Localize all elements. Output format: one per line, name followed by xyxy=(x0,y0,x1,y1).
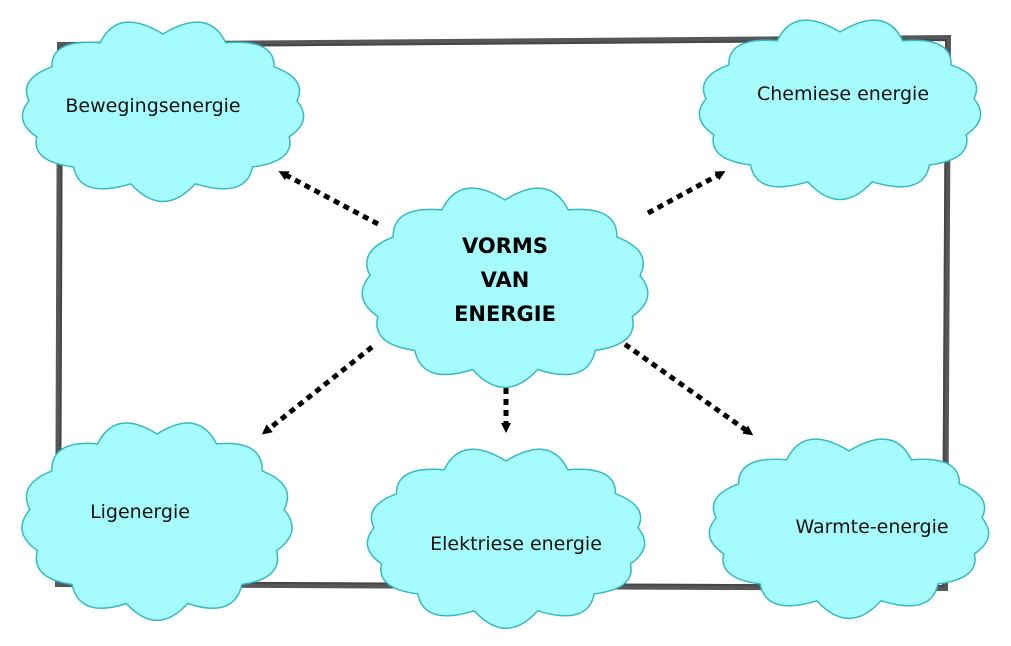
cloud-ligenergie xyxy=(21,422,293,622)
node-label-elektriese-energie: Elektriese energie xyxy=(430,533,602,555)
node-label-chemiese-energie: Chemiese energie xyxy=(756,83,930,105)
node-label-bewegingsenergie: Bewegingsenergie xyxy=(65,95,241,117)
arrow-to-warmte-energie xyxy=(614,335,754,436)
arrow-to-bewegingsenergie xyxy=(278,170,380,227)
node-label-warmte-energie: Warmte-energie xyxy=(795,516,949,538)
connector-arrows xyxy=(261,170,754,436)
center-title-line-3: ENERGIE xyxy=(454,302,556,326)
cloud-warmte-energie xyxy=(708,438,990,620)
cloud-bewegingsenergie xyxy=(21,21,305,203)
cloud-chemiese-energie xyxy=(698,19,982,201)
center-title: VORMS VAN ENERGIE xyxy=(454,229,556,331)
arrow-to-chemiese-energie xyxy=(646,170,726,216)
background-frame xyxy=(54,34,952,592)
arrow-to-ligenergie xyxy=(261,345,374,435)
node-label-ligenergie: Ligenergie xyxy=(90,501,190,523)
cloud-elektriese-energie xyxy=(366,448,646,630)
center-title-line-1: VORMS xyxy=(462,234,548,258)
cloud-center xyxy=(361,187,649,389)
center-title-line-2: VAN xyxy=(480,268,530,292)
